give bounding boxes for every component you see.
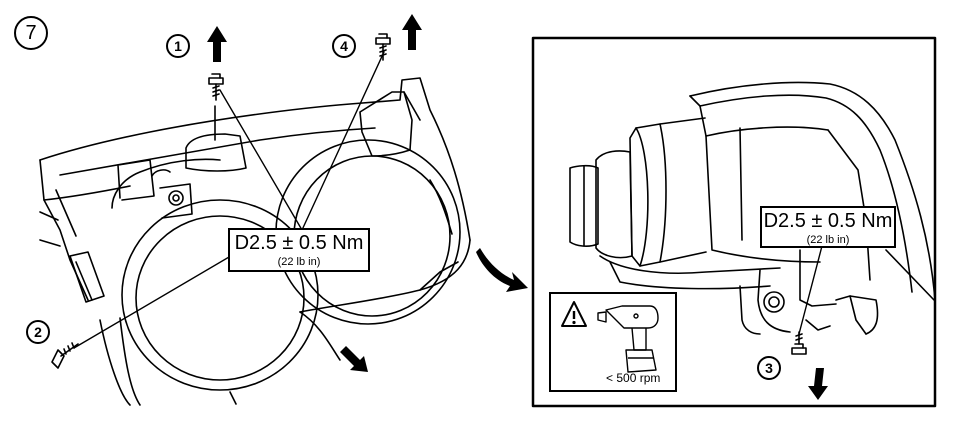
torque-value-right: D2.5 ± 0.5 Nm — [763, 210, 893, 232]
callout-4: 4 — [332, 34, 356, 58]
detail-pointer-arrow — [476, 248, 528, 292]
callout-1: 1 — [166, 34, 190, 58]
cordless-drill-icon — [597, 305, 659, 373]
callout-1-label: 1 — [174, 38, 182, 54]
torque-spec-right: D2.5 ± 0.5 Nm (22 lb in) — [760, 206, 896, 248]
callout-4-label: 4 — [340, 38, 348, 54]
removal-arrow-up-1 — [207, 26, 227, 62]
drill-speed-limit: < 500 rpm — [606, 371, 661, 385]
detail-inset-frame — [531, 36, 937, 408]
screw-2 — [51, 342, 79, 369]
removal-arrow-down-3 — [808, 368, 828, 400]
warning-triangle-icon — [561, 301, 587, 327]
headlamp-housing-right — [569, 81, 936, 335]
screw-4 — [375, 33, 391, 61]
torque-imperial-left: (22 lb in) — [277, 256, 321, 268]
step-number-badge: 7 — [14, 16, 48, 50]
screw-1 — [208, 73, 224, 101]
removal-arrow-down-right — [340, 346, 368, 372]
screw-3 — [791, 331, 807, 355]
torque-value-left: D2.5 ± 0.5 Nm — [234, 232, 364, 254]
callout-3-label: 3 — [765, 360, 773, 376]
torque-imperial-right: (22 lb in) — [806, 234, 850, 246]
warning-box — [549, 292, 677, 392]
callout-2-label: 2 — [34, 324, 42, 340]
headlamp-housing-left — [39, 77, 471, 406]
callout-3: 3 — [757, 356, 781, 380]
callout-2: 2 — [26, 320, 50, 344]
removal-arrow-up-4 — [402, 14, 422, 50]
step-number: 7 — [25, 21, 37, 44]
torque-spec-left: D2.5 ± 0.5 Nm (22 lb in) — [228, 228, 370, 272]
